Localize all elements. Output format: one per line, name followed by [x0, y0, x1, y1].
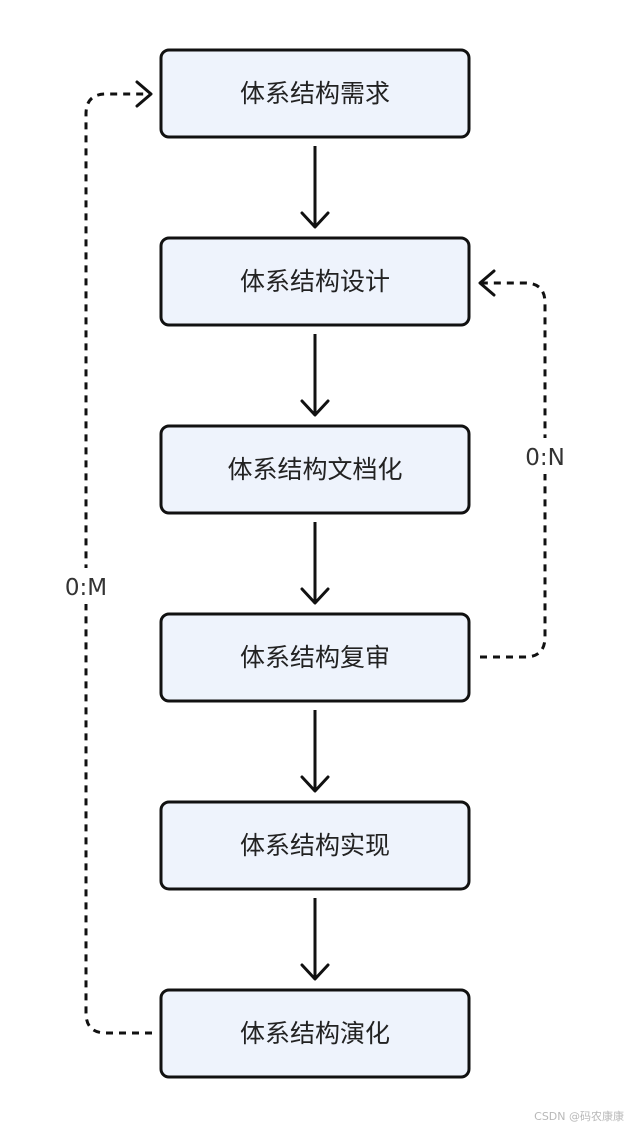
edge-requirements-to-design — [300, 146, 330, 229]
node-implementation-box — [159, 800, 471, 891]
node-review-label: 体系结构复审 — [240, 643, 390, 672]
node-documentation: 体系结构文档化 — [159, 424, 471, 515]
edge-review-to-implementation — [300, 710, 330, 793]
node-design-label: 体系结构设计 — [240, 267, 390, 296]
node-review: 体系结构复审 — [159, 612, 471, 703]
node-requirements-label: 体系结构需求 — [240, 79, 390, 108]
edge-review-to-design: 0:N — [478, 269, 572, 659]
edge-label-0n: 0:N — [525, 445, 565, 471]
node-requirements-box — [159, 48, 471, 139]
node-evolution: 体系结构演化 — [159, 988, 471, 1079]
node-documentation-box — [159, 424, 471, 515]
node-evolution-label: 体系结构演化 — [240, 1019, 390, 1048]
edge-evolution-to-requirements: 0:M — [58, 80, 153, 1035]
node-design-box — [159, 236, 471, 327]
node-design: 体系结构设计 — [159, 236, 471, 327]
node-requirements: 体系结构需求 — [159, 48, 471, 139]
edge-label-bg-0n — [518, 438, 572, 474]
node-documentation-label: 体系结构文档化 — [227, 455, 402, 484]
node-implementation: 体系结构实现 — [159, 800, 471, 891]
node-review-box — [159, 612, 471, 703]
node-implementation-label: 体系结构实现 — [240, 831, 390, 860]
node-evolution-box — [159, 988, 471, 1079]
watermark-text: CSDN @码农康康 — [534, 1109, 624, 1123]
edge-documentation-to-review — [300, 522, 330, 605]
edge-design-to-documentation — [300, 334, 330, 417]
edge-label-bg-0m — [58, 568, 114, 604]
edge-implementation-to-evolution — [300, 898, 330, 981]
edge-label-0m: 0:M — [65, 575, 107, 601]
